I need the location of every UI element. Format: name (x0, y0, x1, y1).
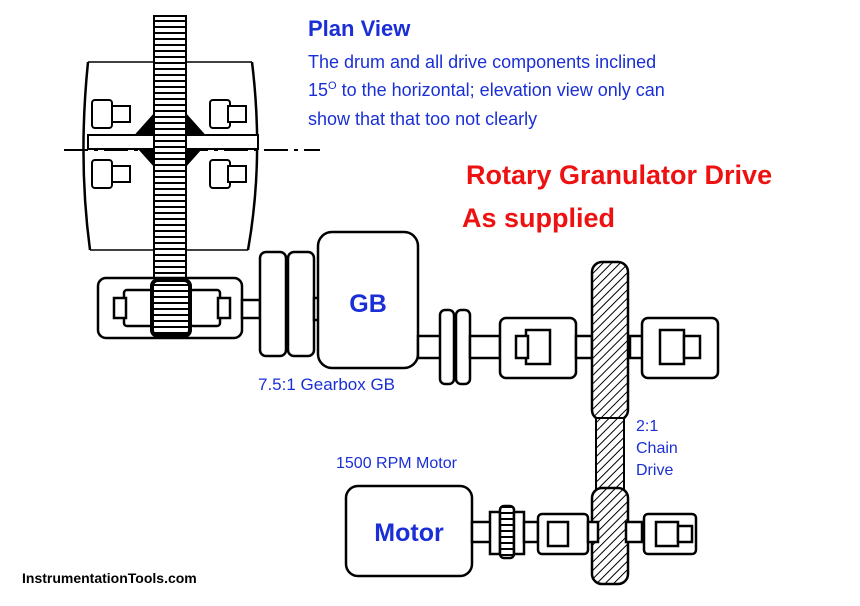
chain-ratio-label: 2:1 (636, 418, 659, 435)
chain-drive (590, 260, 630, 586)
plan-view-title: Plan View (308, 16, 411, 41)
drum-mount-bolts (91, 99, 247, 189)
chain-label-line-2: Drive (636, 462, 674, 479)
incline-note-rest: to the horizontal; elevation view only c… (336, 80, 665, 100)
motor-coupling (470, 504, 540, 560)
gearbox-label: GB (349, 290, 387, 318)
gearbox-input-coupling (240, 250, 326, 358)
countershaft-bearings (498, 316, 720, 380)
gearbox-body (316, 230, 420, 370)
motor-label: Motor (374, 519, 444, 547)
gearbox-caption: 7.5:1 Gearbox GB (258, 375, 396, 394)
plan-view-note-line-3: show that that too not clearly (308, 109, 538, 129)
plan-view-note-line-2: 15O to the horizontal; elevation view on… (308, 80, 665, 101)
gearbox-output-coupling (416, 308, 502, 386)
headline-title: Rotary Granulator Drive (466, 160, 773, 190)
headline-subtitle: As supplied (462, 203, 616, 233)
drum-axis (64, 134, 320, 151)
site-credit: InstrumentationTools.com (22, 570, 197, 586)
chain-label-line-1: Chain (636, 440, 678, 457)
degree-superscript: O (328, 80, 337, 92)
pinion-gear (150, 278, 192, 338)
motor-caption: 1500 RPM Motor (336, 455, 457, 472)
plan-view-note-line-1: The drum and all drive components inclin… (308, 52, 657, 72)
motor-shaft-bearings (536, 512, 698, 556)
incline-angle-value: 15 (308, 80, 329, 100)
